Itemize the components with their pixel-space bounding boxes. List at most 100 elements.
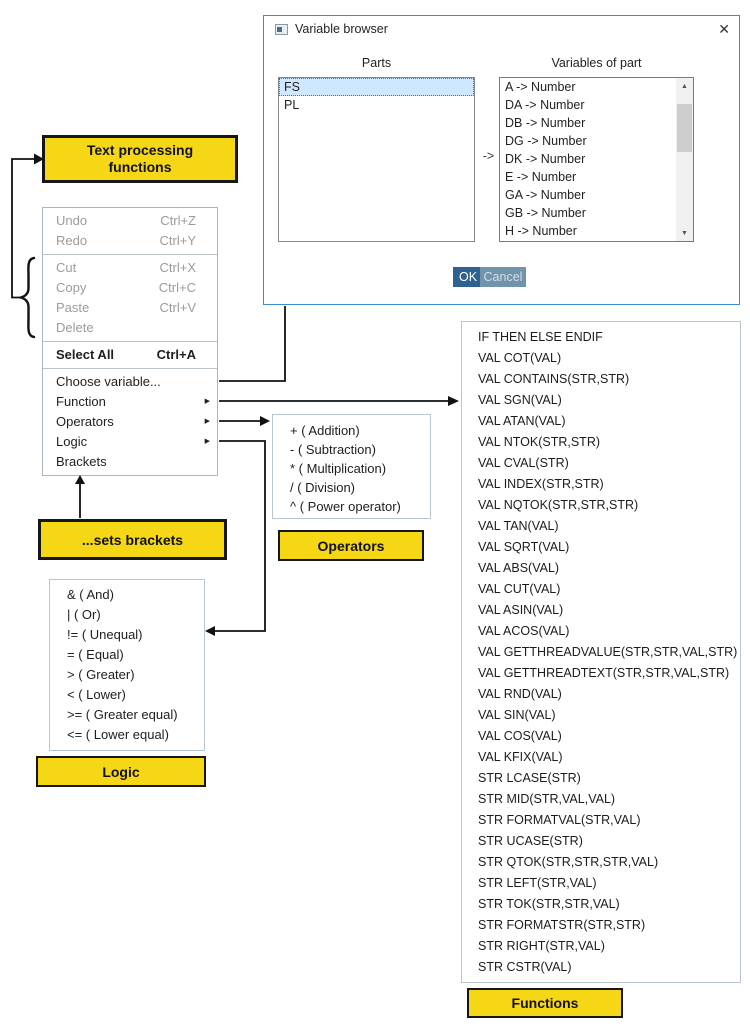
function-item[interactable]: STR FORMATSTR(STR,STR)	[478, 918, 646, 932]
logic-label: Logic	[36, 756, 206, 787]
menu-item-label: Redo	[56, 233, 88, 248]
function-item[interactable]: VAL INDEX(STR,STR)	[478, 477, 604, 491]
function-item[interactable]: STR UCASE(STR)	[478, 834, 583, 848]
app-icon	[275, 24, 288, 35]
brace	[16, 256, 36, 339]
menu-item[interactable]: Delete ▶	[43, 318, 217, 338]
function-item[interactable]: VAL TAN(VAL)	[478, 519, 559, 533]
scrollbar-thumb[interactable]	[677, 104, 692, 152]
menu-item-label: Select All	[56, 347, 115, 362]
function-item[interactable]: VAL GETTHREADTEXT(STR,STR,VAL,STR)	[478, 666, 730, 680]
cancel-button[interactable]: Cancel	[480, 267, 526, 287]
variable-list-item[interactable]: DG -> Number	[505, 134, 587, 148]
variable-list-item[interactable]: H -> Number	[505, 224, 577, 238]
function-item[interactable]: STR TOK(STR,STR,VAL)	[478, 897, 620, 911]
logic-item[interactable]: != ( Unequal)	[67, 627, 143, 642]
variable-list-item[interactable]: GA -> Number	[505, 188, 586, 202]
submenu-arrow-icon: ▶	[204, 438, 210, 445]
scroll-up-icon[interactable]: ▲	[681, 82, 688, 90]
function-item[interactable]: STR QTOK(STR,STR,STR,VAL)	[478, 855, 659, 869]
function-item[interactable]: VAL NQTOK(STR,STR,STR)	[478, 498, 639, 512]
logic-item[interactable]: | ( Or)	[67, 607, 101, 622]
submenu-arrow-icon: ▶	[204, 418, 210, 425]
variable-list-item[interactable]: DK -> Number	[505, 152, 586, 166]
variables-scrollbar[interactable]: ▲ ▼	[676, 78, 693, 241]
menu-item-shortcut: Ctrl+C	[158, 280, 196, 295]
function-item[interactable]: VAL COS(VAL)	[478, 729, 562, 743]
label-text: Logic	[102, 763, 140, 780]
function-item[interactable]: VAL CONTAINS(STR,STR)	[478, 372, 630, 386]
parts-to-variables-arrow: ->	[482, 149, 495, 163]
menu-item[interactable]: Select All Ctrl+A ▶	[43, 345, 217, 365]
logic-item[interactable]: <= ( Lower equal)	[67, 727, 169, 742]
menu-item[interactable]: Function ▶	[43, 392, 217, 412]
scroll-down-icon[interactable]: ▼	[681, 229, 688, 237]
function-item[interactable]: STR LEFT(STR,VAL)	[478, 876, 597, 890]
logic-item[interactable]: = ( Equal)	[67, 647, 124, 662]
parts-list-item[interactable]: PL	[284, 98, 300, 112]
function-item[interactable]: IF THEN ELSE ENDIF	[478, 330, 603, 344]
menu-item[interactable]: Logic ▶	[43, 432, 217, 452]
menu-item[interactable]: Brackets ▶	[43, 452, 217, 472]
dialog-title: Variable browser	[295, 22, 388, 36]
function-item[interactable]: VAL CUT(VAL)	[478, 582, 561, 596]
parts-list-item[interactable]: FS	[279, 78, 474, 96]
variable-list-item[interactable]: E -> Number	[505, 170, 577, 184]
menu-item-shortcut: Ctrl+X	[159, 260, 196, 275]
ok-button[interactable]: OK	[453, 267, 483, 287]
arrowhead-logic	[205, 626, 215, 636]
operator-item[interactable]: - ( Subtraction)	[290, 442, 376, 457]
menu-item[interactable]: Copy Ctrl+C ▶	[43, 278, 217, 298]
logic-item[interactable]: > ( Greater)	[67, 667, 135, 682]
label-text: ...sets brackets	[81, 531, 184, 548]
function-item[interactable]: VAL COT(VAL)	[478, 351, 562, 365]
menu-item-label: Copy	[56, 280, 87, 295]
menu-item-shortcut: Ctrl+A	[156, 347, 196, 362]
logic-item[interactable]: < ( Lower)	[67, 687, 126, 702]
function-item[interactable]: VAL ABS(VAL)	[478, 561, 560, 575]
submenu-arrow-icon: ▶	[204, 398, 210, 405]
close-icon[interactable]: ✕	[718, 21, 730, 37]
operator-item[interactable]: ^ ( Power operator)	[290, 499, 401, 514]
menu-item[interactable]: Undo Ctrl+Z ▶	[43, 211, 217, 231]
menu-item[interactable]: Paste Ctrl+V ▶	[43, 298, 217, 318]
context-menu: Undo Ctrl+Z ▶ Redo Ctrl+Y ▶ Cut Ctrl+X ▶…	[42, 207, 218, 476]
function-item[interactable]: STR FORMATVAL(STR,VAL)	[478, 813, 641, 827]
menu-item-label: Cut	[56, 260, 77, 275]
text-processing-functions-label: Text processing functions	[42, 135, 238, 183]
function-item[interactable]: VAL ATAN(VAL)	[478, 414, 566, 428]
operators-submenu: + ( Addition) - ( Subtraction) * ( Multi…	[272, 414, 431, 519]
variable-list-item[interactable]: DB -> Number	[505, 116, 586, 130]
arrow-to-text-processing	[11, 158, 34, 299]
menu-item[interactable]: Cut Ctrl+X ▶	[43, 258, 217, 278]
variable-list-item[interactable]: DA -> Number	[505, 98, 585, 112]
variable-list-item[interactable]: GB -> Number	[505, 206, 586, 220]
operator-item[interactable]: / ( Division)	[290, 480, 356, 495]
operators-label: Operators	[278, 530, 424, 561]
function-item[interactable]: VAL NTOK(STR,STR)	[478, 435, 601, 449]
function-item[interactable]: VAL SGN(VAL)	[478, 393, 562, 407]
variable-list-item[interactable]: A -> Number	[505, 80, 576, 94]
function-item[interactable]: VAL SQRT(VAL)	[478, 540, 570, 554]
sets-brackets-label: ...sets brackets	[38, 519, 227, 560]
function-item[interactable]: STR LCASE(STR)	[478, 771, 581, 785]
menu-item[interactable]: Redo Ctrl+Y ▶	[43, 231, 217, 251]
function-item[interactable]: STR CSTR(VAL)	[478, 960, 572, 974]
function-item[interactable]: VAL ASIN(VAL)	[478, 603, 564, 617]
function-item[interactable]: VAL CVAL(STR)	[478, 456, 569, 470]
function-item[interactable]: VAL KFIX(VAL)	[478, 750, 563, 764]
function-item[interactable]: STR MID(STR,VAL,VAL)	[478, 792, 616, 806]
function-item[interactable]: VAL GETTHREADVALUE(STR,STR,VAL,STR)	[478, 645, 738, 659]
function-item[interactable]: STR RIGHT(STR,VAL)	[478, 939, 605, 953]
function-item[interactable]: VAL RND(VAL)	[478, 687, 562, 701]
menu-item[interactable]: Operators ▶	[43, 412, 217, 432]
menu-item[interactable]: Choose variable... ▶	[43, 372, 217, 392]
logic-item[interactable]: & ( And)	[67, 587, 114, 602]
operator-item[interactable]: * ( Multiplication)	[290, 461, 387, 476]
logic-item[interactable]: >= ( Greater equal)	[67, 707, 178, 722]
function-item[interactable]: VAL SIN(VAL)	[478, 708, 556, 722]
function-item[interactable]: VAL ACOS(VAL)	[478, 624, 570, 638]
operator-item[interactable]: + ( Addition)	[290, 423, 360, 438]
menu-item-label: Function	[56, 394, 106, 409]
